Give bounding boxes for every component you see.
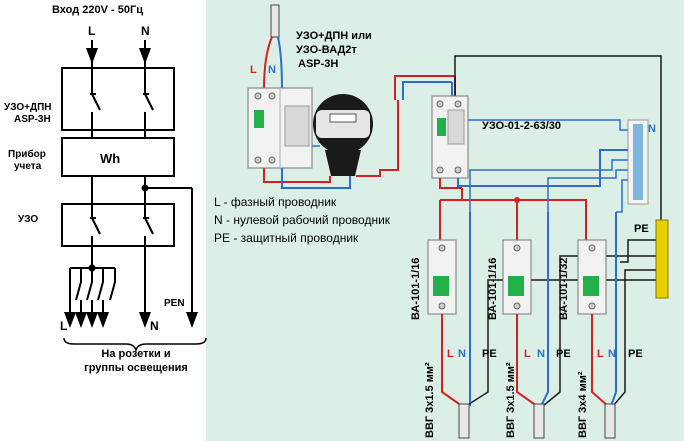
breaker-3-model: ВА-101-1/32 [558,258,570,320]
input-neutral-arrow [139,48,151,64]
footer-line-1: На розетки и [101,348,170,360]
wiring-diagram-panel [206,0,684,441]
rcd-label: УЗО [18,214,38,225]
cable-run-3 [591,212,626,439]
run-1-wire-l: L [447,348,454,360]
breaker-3 [577,239,607,315]
wiring: L N УЗО+ДПН или УЗО-ВАД2т ASP-3H [214,4,669,439]
footer-line-2: группы освещения [84,362,188,374]
rcd-switch-contacts [90,204,154,246]
neutral-busbar [627,119,649,205]
rcbo-label-2: ASP-3H [14,114,51,125]
run-1-wire-pe: PE [482,348,497,360]
pe-busbar [655,219,669,299]
cable-run-2 [516,212,561,439]
cable-run-1 [441,212,489,439]
cable-3-label: ВВГ 3х4 мм² [577,371,589,438]
input-phase-label: L [88,24,95,38]
rcbo-block [61,67,175,131]
legend-phase: L - фазный проводник [214,195,337,209]
run-2-wire-n: N [537,348,545,360]
input-phase-arrow [86,48,98,64]
run-1-wire-n: N [458,348,466,360]
schematic: Вход 220V - 50Гц L N УЗО+ДПН ASP-3H [4,4,207,374]
legend-neutral: N - нулевой рабочий проводник [214,213,391,227]
output-brace [63,337,207,353]
rcbo-text-3: ASP-3H [298,58,338,70]
output-pen-label: PEN [164,298,185,309]
rcbo-device [247,87,313,169]
breaker-2-model: ВА-101-1/16 [487,258,499,320]
run-2-wire-pe: PE [556,348,571,360]
cable-2-label: ВВГ 3х1.5 мм² [505,362,517,438]
energy-meter [313,94,373,176]
input-header: Вход 220V - 50Гц [52,4,143,16]
busbar-n-label: N [648,123,656,135]
rcbo-switch-contacts [90,68,154,130]
run-2-wire-l: L [524,348,531,360]
meter-symbol: Wh [100,151,120,166]
output-neutral-label: N [150,319,159,333]
run-3-wire-n: N [608,348,616,360]
output-phase-label: L [60,319,67,333]
busbar-pe-label: PE [634,223,649,235]
rcd-model-label: УЗО-01-2-63/30 [482,120,561,132]
input-neutral-label: N [141,24,150,38]
legend-pe: PE - защитный проводник [214,231,359,245]
cable-1-label: ВВГ 3х1.5 мм² [424,362,436,438]
breaker-1-model: ВА-101-1/16 [410,258,422,320]
rcbo-label-1: УЗО+ДПН [4,102,52,113]
rcd-device [431,95,469,179]
input-wire-l: L [250,64,257,76]
rcbo-text-1: УЗО+ДПН или [296,30,372,42]
meter-block [61,137,175,177]
run-3-wire-pe: PE [628,348,643,360]
meter-label-2: учета [14,161,42,172]
output-arrows [64,246,198,328]
breaker-2 [502,239,532,315]
input-wire-n: N [268,64,276,76]
run-3-wire-l: L [597,348,604,360]
rcd-block [61,203,175,247]
input-cable [270,4,280,38]
meter-label-1: Прибор [8,148,46,160]
rcbo-text-2: УЗО-ВАД2т [296,44,358,56]
breaker-1 [427,239,457,315]
single-line-schematic-panel [0,0,206,441]
group-breakers [75,281,116,301]
